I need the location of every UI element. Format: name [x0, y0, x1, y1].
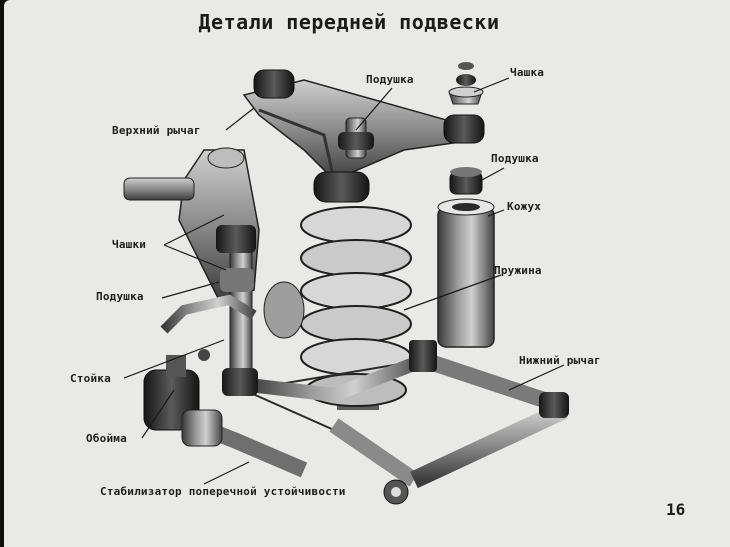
page-number: 16 — [666, 500, 686, 519]
stabilizer-bar — [143, 294, 308, 478]
strut — [216, 225, 305, 396]
label-spring: Пружина — [494, 264, 542, 277]
label-cup-top: Чашка — [510, 66, 545, 79]
label-cushion-left: Подушка — [96, 290, 144, 303]
cup-exploded — [448, 62, 484, 105]
cushion-exploded — [449, 167, 483, 195]
label-cups-left: Чашки — [112, 238, 147, 251]
shock-top-mount — [338, 117, 374, 159]
suspension-illustration — [123, 62, 569, 505]
lower-control-arm — [240, 340, 569, 505]
label-lower-arm: Нижний рычаг — [519, 354, 601, 367]
label-clamp: Обойма — [86, 432, 127, 445]
label-upper-arm: Верхний рычаг — [112, 124, 201, 137]
label-cushion-top: Подушка — [366, 73, 414, 86]
slide-title: Детали передней подвески — [198, 10, 500, 34]
label-strut: Стойка — [70, 372, 111, 385]
slide: Детали передней подвески — [4, 0, 730, 547]
label-stabilizer: Стабилизатор поперечной устойчивости — [100, 485, 346, 498]
leader-lines — [123, 77, 565, 485]
label-cushion-right: Подушка — [491, 152, 539, 165]
label-casing: Кожух — [507, 200, 542, 213]
shock-casing — [437, 198, 495, 348]
